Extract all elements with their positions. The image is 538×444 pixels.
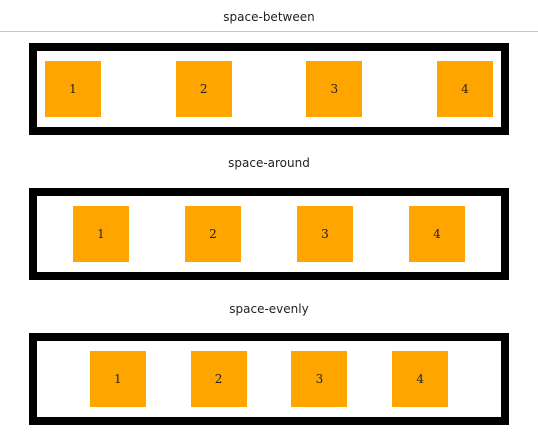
heading-space-between: space-between	[223, 10, 315, 24]
flex-item: 3	[297, 206, 353, 262]
flex-item: 4	[409, 206, 465, 262]
flex-container-space-between: 1 2 3 4	[29, 43, 509, 135]
flex-container-space-evenly: 1 2 3 4	[29, 333, 509, 425]
flex-item: 2	[190, 351, 247, 407]
flex-item: 3	[291, 351, 348, 407]
flex-item: 2	[175, 61, 232, 117]
flex-item: 1	[73, 206, 129, 262]
heading-space-evenly: space-evenly	[229, 302, 309, 316]
flex-item: 1	[45, 61, 101, 117]
flex-item: 3	[306, 61, 363, 117]
heading-space-around: space-around	[228, 156, 310, 170]
flex-container-space-around: 1 2 3 4	[29, 188, 509, 280]
flex-item: 1	[89, 351, 146, 407]
divider-line	[0, 31, 538, 32]
flex-item: 4	[436, 61, 493, 117]
flex-item: 4	[392, 351, 449, 407]
flex-item: 2	[185, 206, 241, 262]
